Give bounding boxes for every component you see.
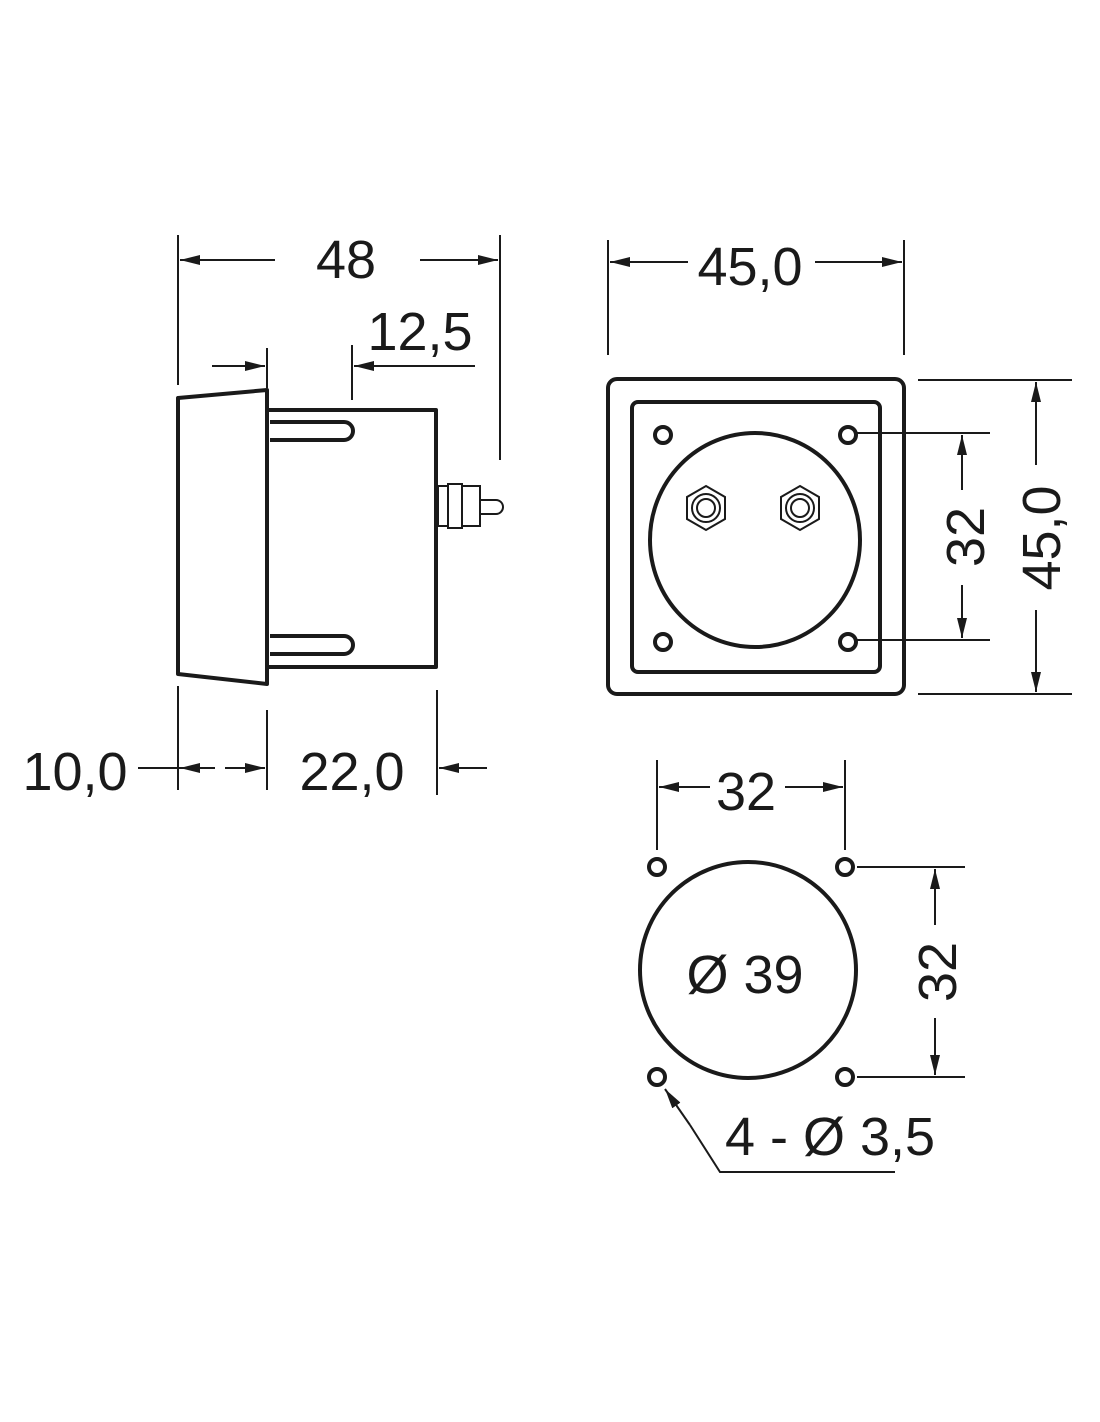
mounting-hole-callout: 4 - Ø 3,5 bbox=[664, 1088, 935, 1173]
mounting-holes-front bbox=[653, 425, 858, 652]
dimension-cutout-horizontal: 32 bbox=[656, 760, 846, 850]
bezel bbox=[176, 388, 269, 686]
dimension-cutout-vertical: 32 bbox=[857, 866, 968, 1078]
dimension-front-width: 45,0 bbox=[607, 237, 905, 355]
side-view: 48 12,5 10,0 22,0 bbox=[22, 230, 504, 802]
dimension-terminal-offset: 12,5 bbox=[212, 302, 475, 400]
dim-label-diameter-39: Ø 39 bbox=[686, 945, 803, 1005]
dim-label-32-horizontal: 32 bbox=[716, 762, 776, 822]
outer-frame bbox=[606, 377, 906, 696]
dimension-front-hole-spacing: 32 bbox=[856, 432, 996, 641]
dim-label-22-0: 22,0 bbox=[299, 742, 404, 802]
dimension-front-height: 45,0 bbox=[918, 379, 1072, 695]
terminal-nut-left bbox=[686, 484, 726, 532]
cutout-circle bbox=[638, 860, 858, 1080]
meter-body bbox=[268, 408, 438, 669]
mounting-holes-cutout bbox=[647, 857, 855, 1087]
dim-label-12-5: 12,5 bbox=[367, 302, 472, 362]
dim-label-45-0-width: 45,0 bbox=[697, 237, 802, 297]
dim-label-32-front: 32 bbox=[936, 507, 996, 567]
meter-dial bbox=[648, 431, 862, 649]
dim-label-32-vertical: 32 bbox=[908, 942, 968, 1002]
dimension-overall-depth: 48 bbox=[177, 230, 501, 460]
dim-label-45-0-height: 45,0 bbox=[1012, 485, 1072, 590]
dim-label-48: 48 bbox=[316, 230, 376, 290]
front-view: 45,0 32 45,0 bbox=[606, 237, 1072, 696]
clip-slot-bottom bbox=[270, 634, 355, 656]
terminal-nut-right bbox=[780, 484, 820, 532]
clip-slot-top bbox=[270, 420, 355, 442]
inner-frame bbox=[630, 400, 882, 674]
dim-label-10-0: 10,0 bbox=[22, 742, 127, 802]
panel-cutout-view: Ø 39 32 32 4 - Ø 3,5 bbox=[638, 760, 968, 1173]
terminal-stud bbox=[437, 483, 504, 529]
dim-label-mounting-holes: 4 - Ø 3,5 bbox=[725, 1107, 935, 1167]
dimension-bezel-body: 10,0 22,0 bbox=[22, 686, 487, 802]
